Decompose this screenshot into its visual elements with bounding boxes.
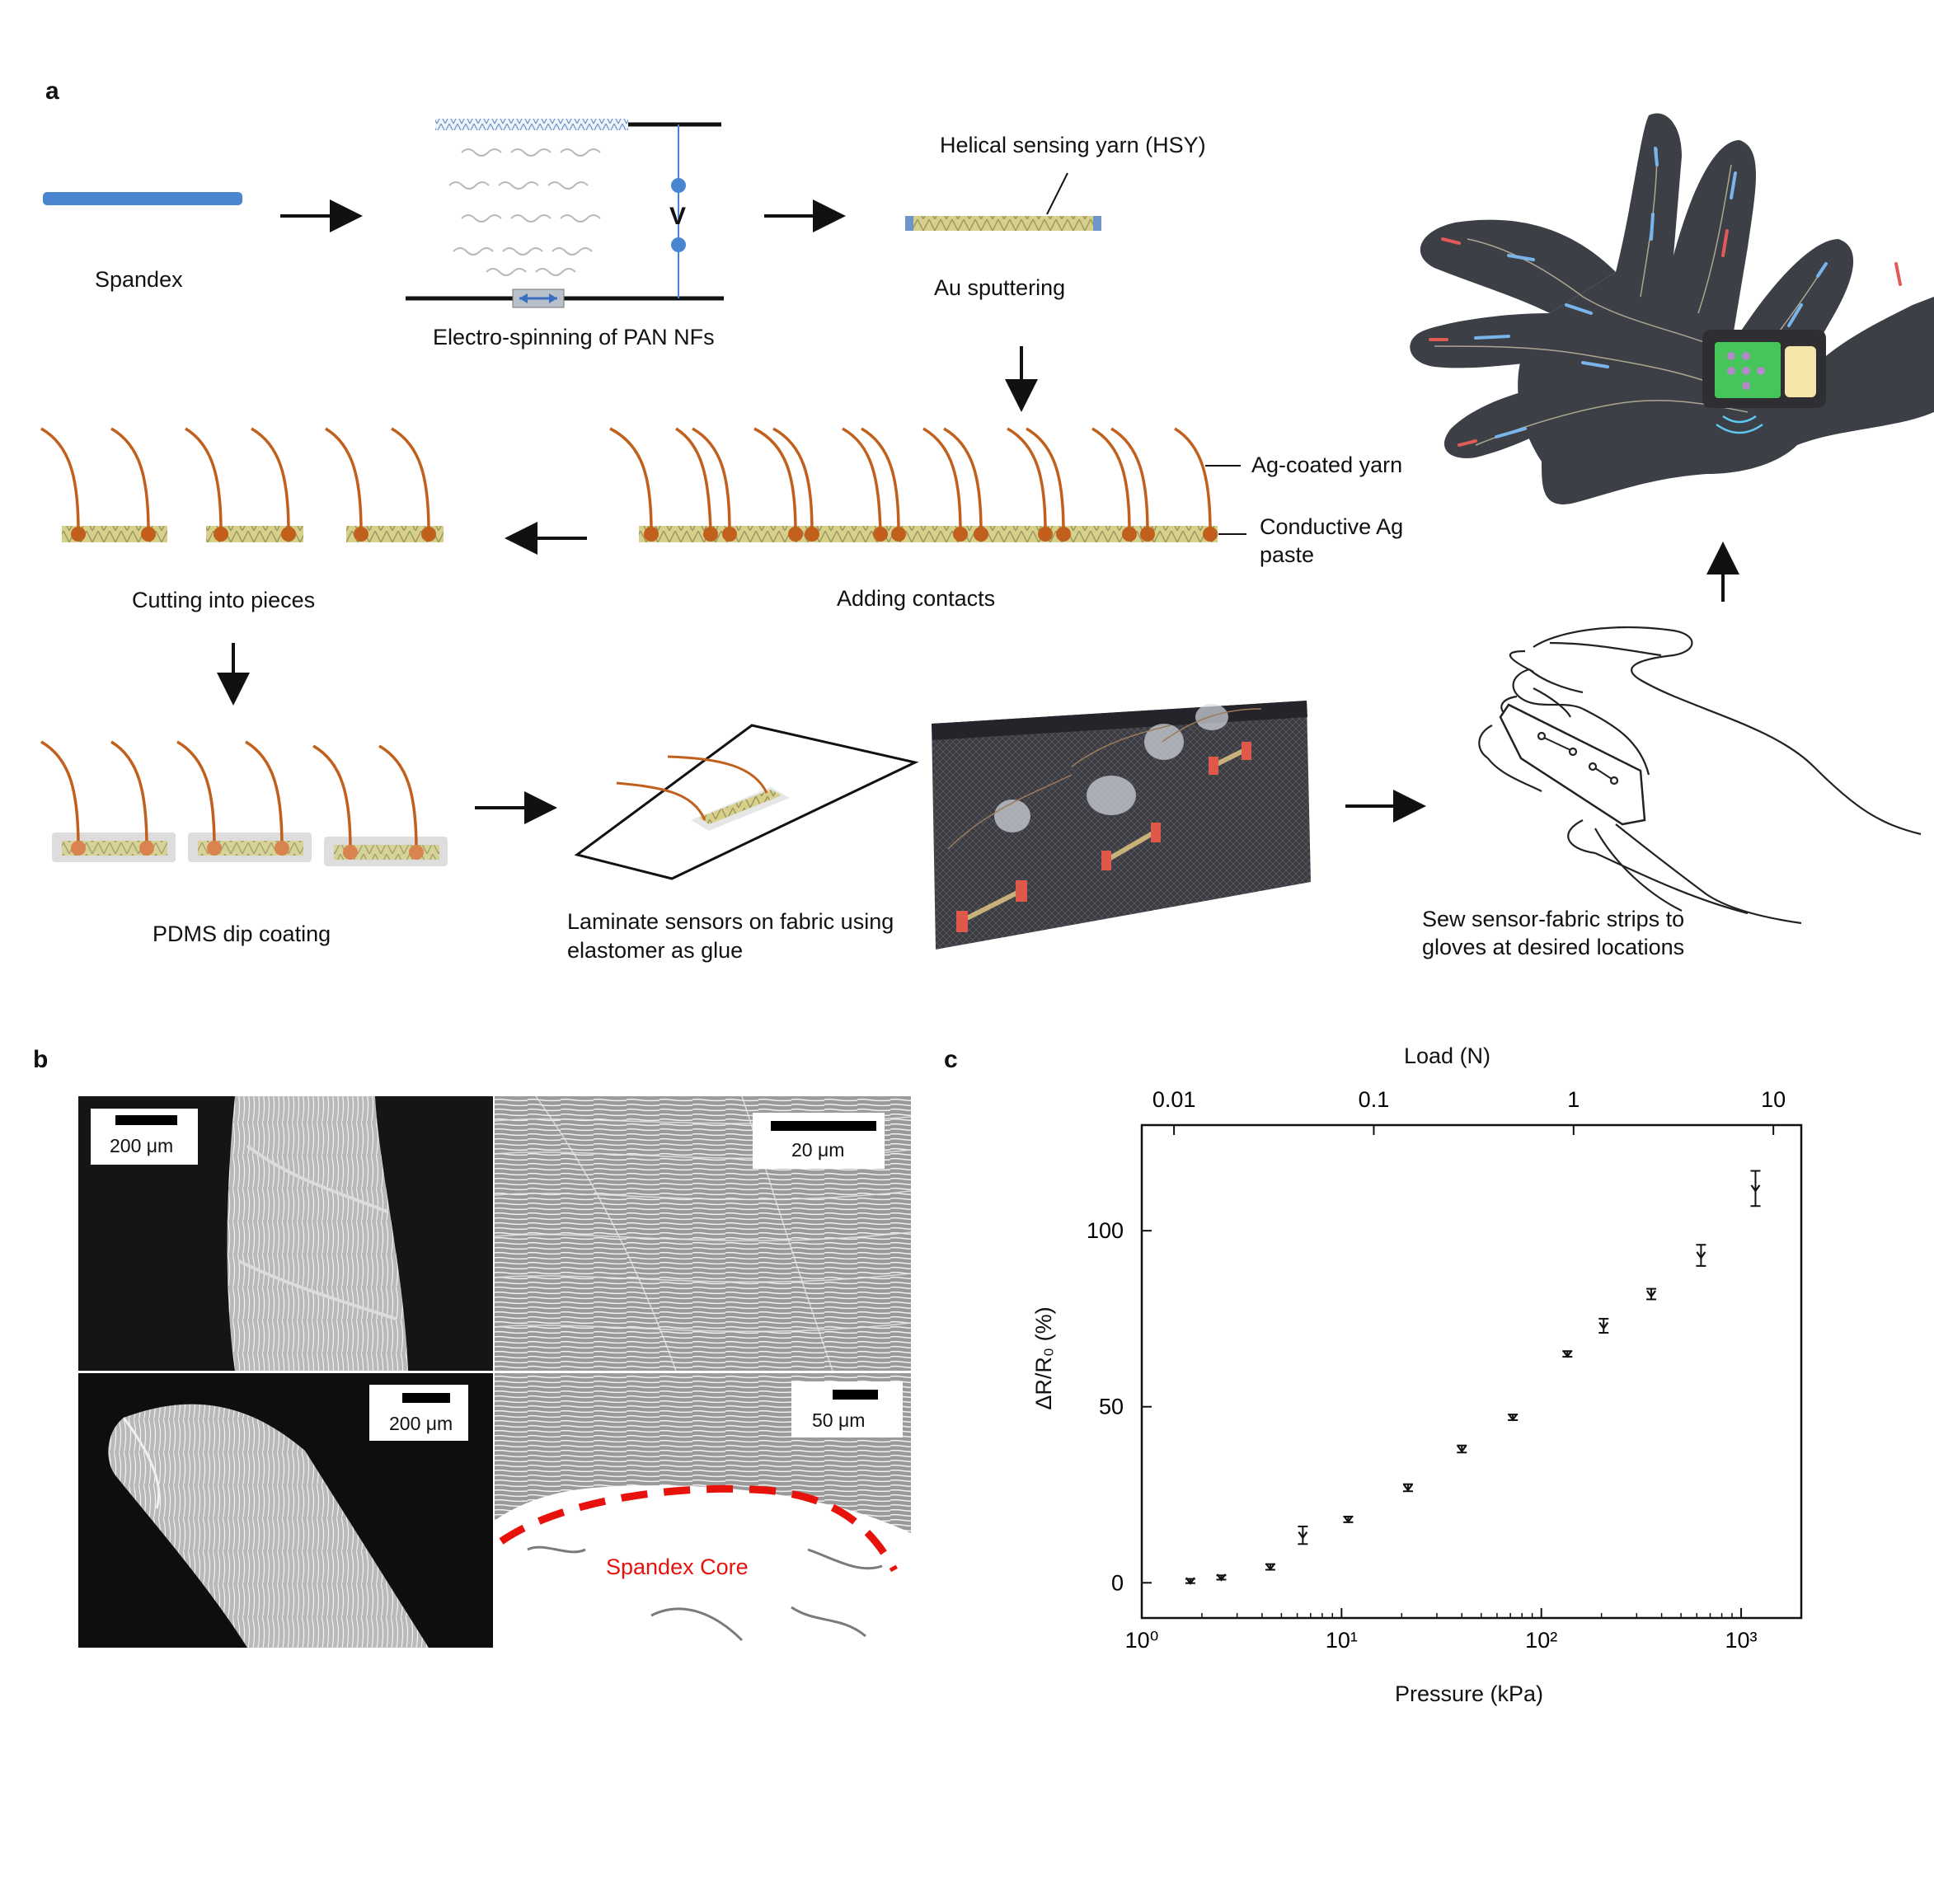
- data-point: [1508, 1413, 1519, 1422]
- fabric-sensor-photo: [932, 701, 1311, 950]
- spandex-core-label: Spandex Core: [606, 1555, 749, 1579]
- electrospinning-diagram: [406, 119, 724, 308]
- scale-bar-label-3: 200 μm: [389, 1413, 453, 1434]
- panel-label-b: b: [33, 1046, 48, 1073]
- scale-bar-3: [369, 1385, 468, 1441]
- top-tick-label: 0.1: [1359, 1087, 1390, 1112]
- x-tick-label: 10⁰: [1125, 1628, 1159, 1653]
- data-point: [1185, 1577, 1195, 1586]
- hsy-yarn: [905, 216, 1101, 231]
- data-point: [1216, 1573, 1227, 1582]
- plot-frame: [1140, 1123, 1803, 1620]
- y-tick-label: 0: [1111, 1570, 1124, 1595]
- sew-label-1: Sew sensor-fabric strips to: [1422, 907, 1684, 931]
- scale-bar-2: [753, 1113, 885, 1169]
- scale-bar-label-2: 20 μm: [791, 1139, 844, 1161]
- scale-bar-1: [91, 1109, 198, 1165]
- data-point: [1343, 1515, 1354, 1524]
- chart-points: [1185, 1170, 1761, 1586]
- hand-drawing: [1478, 626, 1922, 925]
- data-point: [1750, 1170, 1761, 1208]
- x-tick-label: 10³: [1725, 1628, 1758, 1653]
- panel-label-a: a: [45, 77, 59, 105]
- sem-images: [78, 1095, 912, 1648]
- hsy-label: Helical sensing yarn (HSY): [940, 133, 1206, 157]
- laminate-label-1: Laminate sensors on fabric using: [567, 909, 894, 934]
- y-tick-label: 50: [1099, 1395, 1124, 1419]
- ag-coated-yarn-label: Ag-coated yarn: [1251, 453, 1402, 477]
- data-point: [1562, 1350, 1573, 1358]
- conductive-paste-label-1: Conductive Ag: [1260, 514, 1403, 539]
- scale-bar-4: [791, 1381, 903, 1437]
- top-tick-label: 1: [1567, 1087, 1580, 1112]
- x-tick-label: 10²: [1525, 1628, 1557, 1653]
- data-point: [1646, 1287, 1657, 1301]
- data-point: [1457, 1444, 1467, 1454]
- scale-bar-label-1: 200 μm: [110, 1135, 173, 1156]
- data-point: [1696, 1244, 1706, 1267]
- chart-c: Load (N) Pressure (kPa) ΔR/R₀ (%) 10⁰ 10¹…: [1031, 1043, 1803, 1706]
- data-point: [1298, 1525, 1308, 1545]
- spandex-core-boundary: [499, 1484, 898, 1573]
- top-tick-label: 0.01: [1152, 1087, 1196, 1112]
- voltage-label: V: [669, 203, 686, 230]
- panel-label-c: c: [944, 1046, 958, 1073]
- data-point: [1265, 1563, 1275, 1571]
- pdms-label: PDMS dip coating: [153, 922, 331, 946]
- spandex-label: Spandex: [95, 267, 183, 292]
- sew-label-2: gloves at desired locations: [1422, 935, 1684, 959]
- cut-pieces-diagram: [40, 427, 444, 542]
- y-tick-label: 100: [1087, 1218, 1124, 1243]
- cutting-label: Cutting into pieces: [132, 588, 315, 612]
- pdms-pieces-diagram: [40, 740, 448, 866]
- hsy-pointer: [1046, 172, 1068, 215]
- data-point: [1598, 1317, 1609, 1334]
- laminate-label-2: elastomer as glue: [567, 938, 743, 963]
- au-sputtering-label: Au sputtering: [934, 275, 1065, 300]
- chart-top-axis-label: Load (N): [1404, 1043, 1490, 1068]
- top-tick-label: 10: [1761, 1087, 1786, 1112]
- spandex-fiber: [43, 192, 242, 205]
- x-tick-label: 10¹: [1326, 1628, 1358, 1653]
- conductive-paste-label-2: paste: [1260, 542, 1314, 567]
- data-point: [1402, 1483, 1413, 1493]
- electrospinning-label: Electro-spinning of PAN NFs: [433, 325, 715, 349]
- chart-x-axis-label: Pressure (kPa): [1395, 1681, 1543, 1706]
- laminate-diagram: [574, 724, 919, 880]
- adding-contacts-diagram: [609, 427, 1218, 542]
- chart-y-axis-label: ΔR/R₀ (%): [1031, 1306, 1056, 1409]
- scale-bar-label-4: 50 μm: [812, 1409, 865, 1431]
- sensor-glove-photo: [1410, 113, 1934, 504]
- adding-contacts-label: Adding contacts: [837, 586, 995, 611]
